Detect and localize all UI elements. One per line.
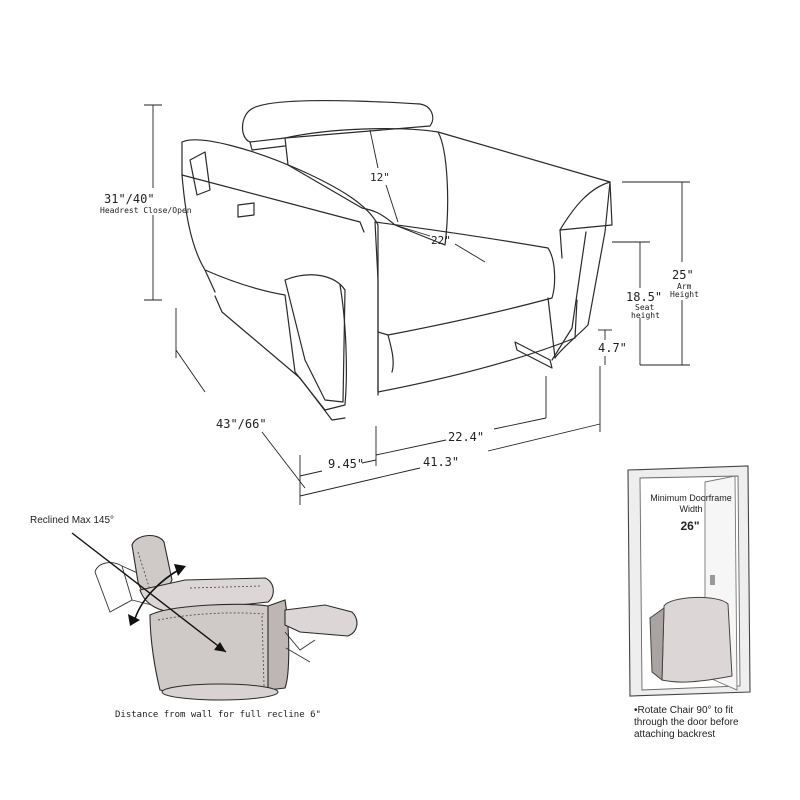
depth-label: 43"/66" (216, 417, 267, 431)
seat-depth-label: 22" (431, 234, 451, 247)
doorframe-title-1: Minimum Doorframe (650, 493, 732, 503)
doorframe-note-3: attaching backrest (634, 729, 715, 740)
seat-height-value: 18.5" (626, 290, 662, 304)
doorframe-note-2: through the door before (634, 717, 739, 728)
arm-height-value: 25" (672, 268, 694, 282)
arm-height-word-1: Arm (677, 282, 692, 291)
seat-height-word-2: height (631, 311, 660, 320)
dimension-lines (144, 104, 690, 505)
headrest-caption: Headrest Close/Open (100, 206, 192, 215)
back-depth-label: 12" (370, 171, 390, 184)
doorframe-note-1: •Rotate Chair 90° to fit (634, 705, 733, 716)
doorframe-width-value: 26" (680, 519, 699, 533)
total-width-label: 41.3" (423, 455, 459, 469)
arm-height-word-2: Height (670, 290, 699, 299)
doorframe-title-2: Width (679, 504, 702, 514)
seat-width-label: 22.4" (448, 430, 484, 444)
recliner-illustration: Reclined Max 145° Distance from wall for… (30, 515, 358, 720)
wall-distance-label: Distance from wall for full recline 6" (115, 710, 321, 720)
arm-width-label: 9.45" (328, 457, 364, 471)
chair-line-drawing (181, 100, 613, 421)
doorframe-illustration: Minimum Doorframe Width 26" •Rotate Chai… (627, 465, 751, 740)
leg-height-label: 4.7" (598, 341, 627, 355)
dimension-labels: 31"/40" Headrest Close/Open 12" 22" 25" … (100, 171, 699, 471)
recline-max-label: Reclined Max 145° (30, 515, 114, 526)
seat-height-word-1: Seat (635, 303, 654, 312)
headrest-height-label: 31"/40" (104, 192, 155, 206)
